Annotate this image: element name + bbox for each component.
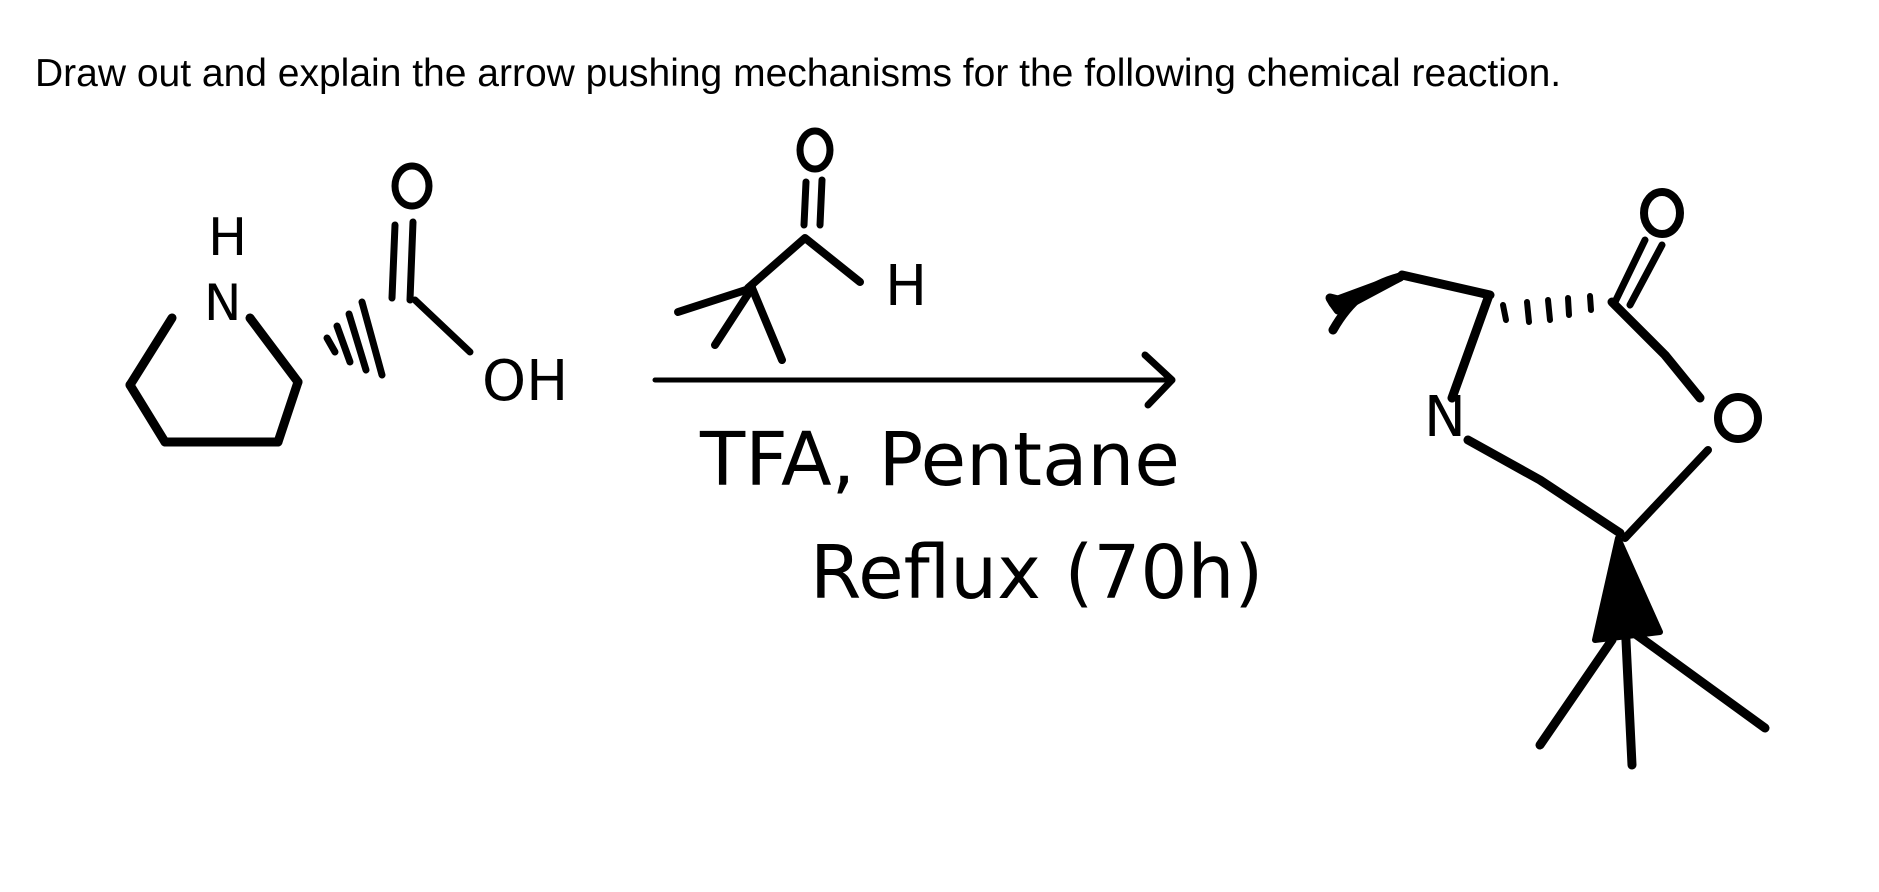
product-oxazolidinone (1325, 188, 1770, 770)
carbonyl-double-bond (388, 218, 417, 304)
product-pyrrolidine-ring (1325, 270, 1495, 335)
reactant-h-label: H (208, 208, 247, 268)
ring-oxygen-to-quaternary (1621, 446, 1712, 542)
carbonyl-to-ring-oxygen (1607, 297, 1705, 403)
proline-ring (125, 313, 303, 447)
carbonyl-oxygen (391, 162, 433, 210)
reactant-oh-label: OH (482, 349, 568, 414)
tbutyl-left-methyl (1535, 635, 1617, 750)
product-n-label: N (1424, 385, 1466, 450)
nitrogen-to-quaternary (1463, 435, 1625, 538)
c-oh-bond (411, 296, 474, 356)
reactant-proline (125, 162, 474, 447)
conditions-line2: Reflux (70h) (810, 530, 1263, 616)
product-ring-oxygen (1714, 393, 1762, 443)
reagent-carbonyl-oxygen (796, 127, 834, 173)
conditions-line1: TFA, Pentane (699, 417, 1180, 503)
reagent-h-label: H (885, 254, 927, 319)
reagent-double-bond (800, 176, 826, 229)
reagent-backbone (744, 234, 864, 292)
nitrogen-to-alpha-carbon (1447, 293, 1493, 403)
tbutyl-left-methyl (674, 284, 756, 316)
question-text: Draw out and explain the arrow pushing m… (35, 52, 1562, 95)
product-carbonyl-oxygen (1640, 188, 1684, 238)
tbutyl-down-right-methyl (748, 284, 786, 364)
tbutyl-down-left-methyl (711, 284, 756, 349)
reagent-pivaldehyde (674, 127, 864, 364)
reactant-n-label: N (204, 274, 241, 332)
product-stereo-hash-bond (1500, 293, 1594, 325)
tbutyl-right-methyl (1625, 625, 1770, 733)
reaction-arrow (652, 351, 1176, 409)
tbutyl-bottom-methyl (1620, 615, 1637, 770)
product-carbonyl-double-bond (1611, 236, 1666, 309)
stereo-hash-bond (323, 298, 386, 379)
